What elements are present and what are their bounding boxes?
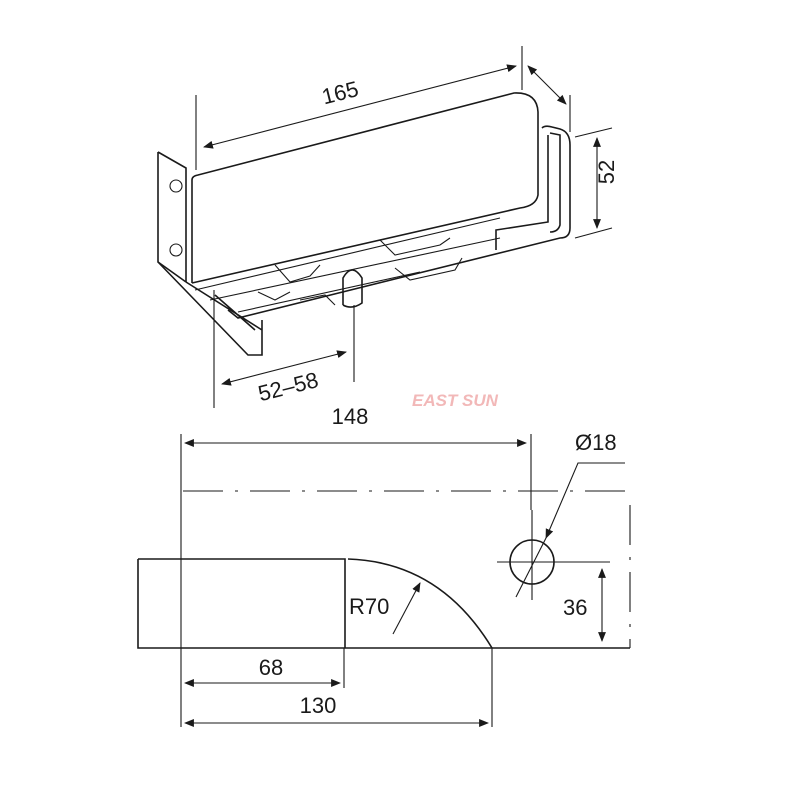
dimension-label-height: 52 (594, 160, 619, 184)
dimension-arrow-depth (527, 65, 567, 105)
back-plate (227, 125, 571, 319)
dimension-label-diameter: Ø18 (575, 430, 617, 455)
leader-radius (392, 582, 421, 635)
plate-outline (137, 558, 630, 649)
dimension-label-length: 165 (319, 76, 361, 109)
dimension-label-radius: R70 (349, 594, 389, 619)
extension-line (574, 127, 613, 138)
extension-line (574, 227, 613, 239)
dimension-label-36: 36 (563, 595, 587, 620)
isometric-view: 165 52 52–58 (157, 46, 619, 408)
watermark: EAST SUN (412, 391, 499, 410)
dimension-label-130: 130 (300, 693, 337, 718)
plan-view: 148 Ø18 R70 36 68 130 (137, 404, 632, 727)
radius-arc (347, 558, 493, 649)
screw-hole-icon (169, 243, 183, 257)
dimension-label-148: 148 (332, 404, 369, 429)
dimension-arrow-52-58 (221, 350, 347, 386)
screw-hole-icon (169, 179, 183, 193)
mechanism-body (194, 217, 501, 313)
dimension-label-68: 68 (259, 655, 283, 680)
left-bracket-plate (157, 151, 187, 283)
bottom-strip (157, 261, 263, 356)
pivot-pin (342, 269, 363, 308)
leader-diameter (545, 462, 625, 539)
front-cover-plate (191, 92, 539, 284)
leader-diameter-tail (515, 537, 547, 598)
dimension-arrow-165 (203, 64, 517, 149)
